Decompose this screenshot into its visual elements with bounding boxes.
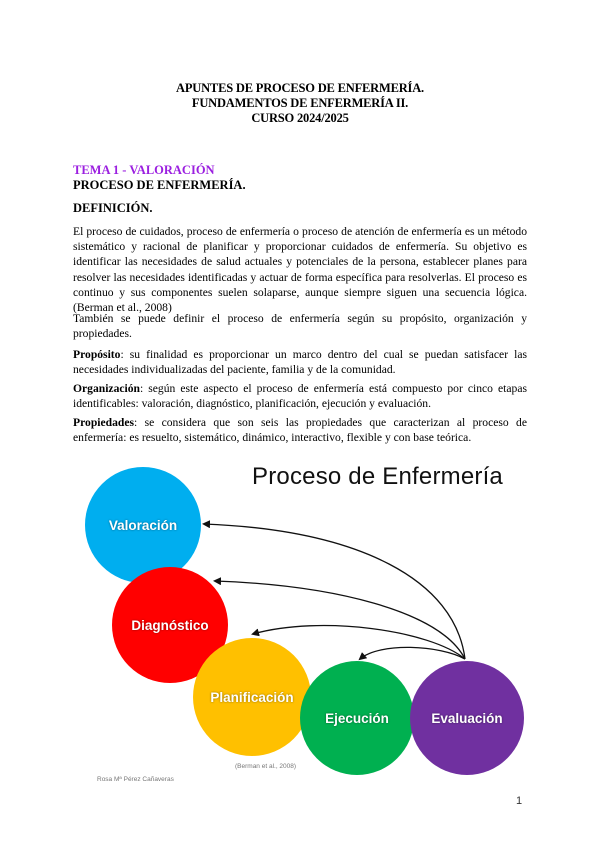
intro-paragraph: También se puede definir el proceso de e…	[73, 312, 527, 341]
purpose-paragraph: Propósito: su finalidad es proporcionar …	[73, 347, 527, 377]
section-title: PROCESO DE ENFERMERÍA.	[73, 178, 246, 192]
diagram-author: Rosa Mª Pérez Cañaveras	[97, 776, 174, 783]
diagram-title: Proceso de Enfermería	[252, 463, 503, 490]
organization-label: Organización	[73, 382, 140, 395]
definition-paragraph: El proceso de cuidados, proceso de enfer…	[73, 225, 527, 315]
stage-evaluacion: Evaluación	[410, 661, 524, 775]
stage-label: Planificación	[210, 689, 294, 705]
section-subtitle: DEFINICIÓN.	[73, 201, 153, 215]
stage-label: Evaluación	[431, 710, 503, 726]
organization-paragraph: Organización: según este aspecto el proc…	[73, 381, 527, 411]
document-header: APUNTES DE PROCESO DE ENFERMERÍA. FUNDAM…	[0, 81, 600, 126]
diagram-citation: (Berman et al., 2008)	[235, 763, 297, 770]
arrow-to-valoracion	[202, 520, 466, 660]
properties-text: : se considera que son seis las propieda…	[73, 416, 527, 445]
purpose-label: Propósito	[73, 348, 121, 361]
stage-label: Valoración	[108, 517, 178, 533]
stage-label: Ejecución	[325, 710, 389, 726]
arrow-to-planificacion	[251, 624, 466, 660]
arrow-to-diagnostico	[213, 577, 466, 660]
stage-label: Diagnóstico	[131, 617, 209, 633]
stage-diagnostico: Diagnóstico	[112, 567, 228, 683]
stage-ejecucion: Ejecución	[300, 661, 414, 775]
topic-heading: TEMA 1 - VALORACIÓN	[73, 163, 215, 177]
purpose-text: : su finalidad es proporcionar un marco …	[73, 348, 527, 377]
page-number: 1	[516, 795, 523, 807]
arrow-to-ejecucion	[358, 646, 466, 661]
stage-valoracion: Valoración	[85, 467, 201, 583]
properties-paragraph: Propiedades: se considera que son seis l…	[73, 415, 527, 445]
header-line-2: FUNDAMENTOS DE ENFERMERÍA II.	[191, 96, 409, 110]
header-line-3: CURSO 2024/2025	[251, 111, 349, 125]
properties-label: Propiedades	[73, 416, 134, 429]
organization-text: : según este aspecto el proceso de enfer…	[73, 382, 527, 411]
stage-planificacion: Planificación	[193, 638, 311, 756]
header-line-1: APUNTES DE PROCESO DE ENFERMERÍA.	[176, 81, 424, 95]
